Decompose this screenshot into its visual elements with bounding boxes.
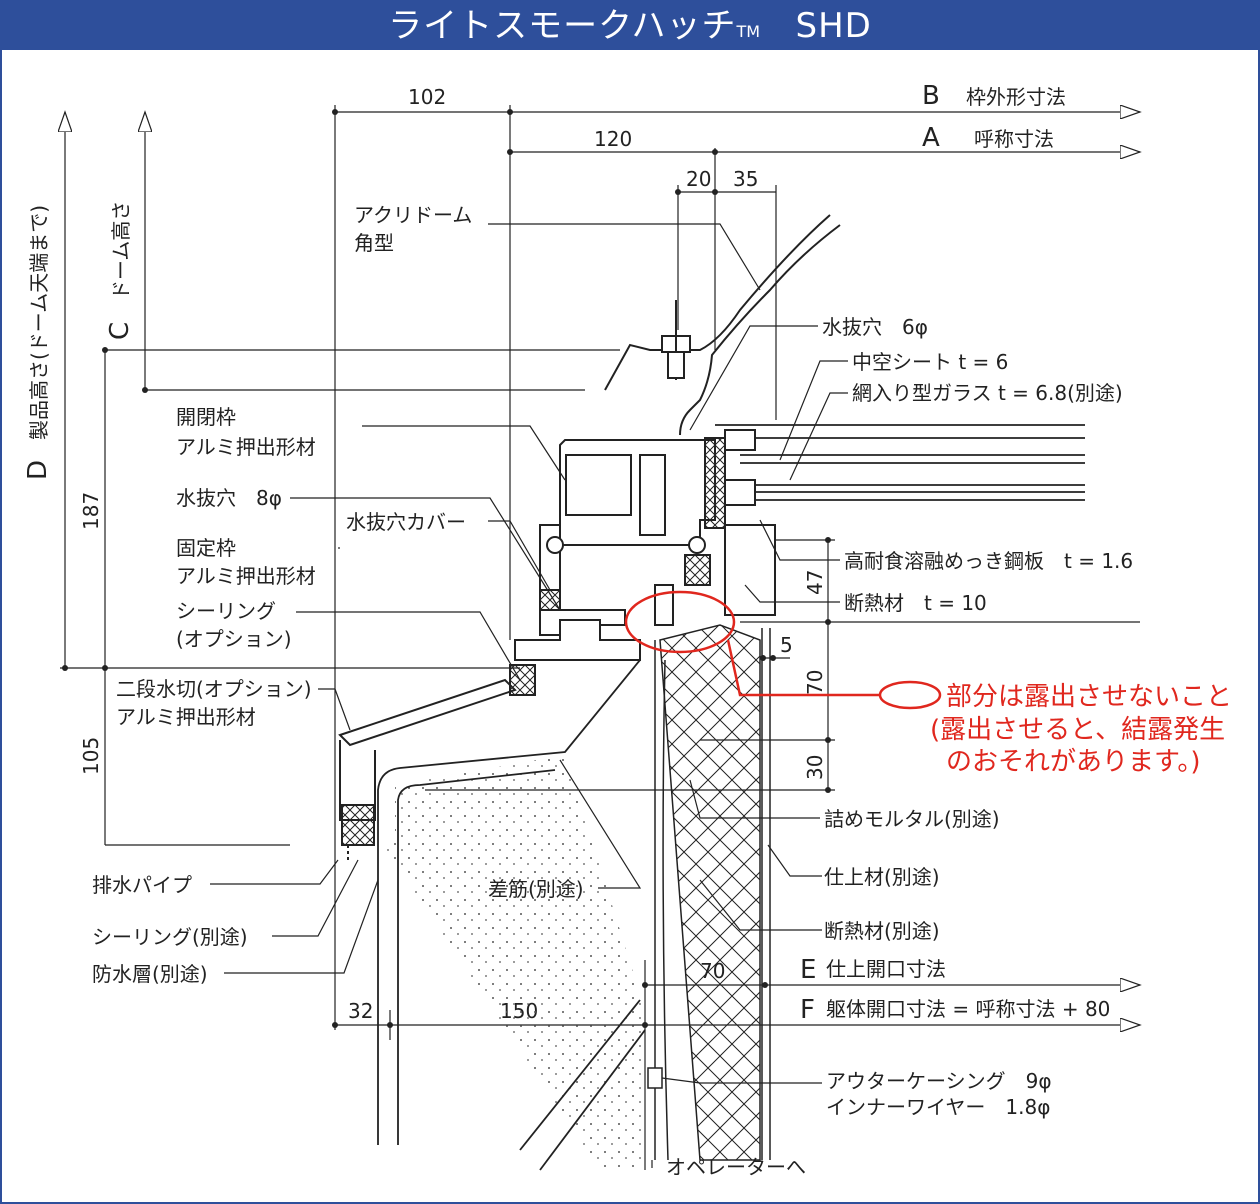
dim-letter-b: B bbox=[922, 81, 940, 111]
label-acrylic-dome: アクリドーム bbox=[354, 203, 472, 227]
glass-layers bbox=[715, 424, 1085, 501]
label-steel-plate: 高耐食溶融めっき鋼板 t = 1.6 bbox=[844, 549, 1133, 573]
dim-120: 120 bbox=[594, 127, 632, 151]
label-rebar: 差筋(別途) bbox=[488, 877, 584, 901]
wall-lines bbox=[647, 628, 771, 1161]
label-insulation: 断熱材(別途) bbox=[824, 919, 940, 943]
label-two-step-flashing: 二段水切(オプション) bbox=[116, 677, 312, 701]
dim-letter-a: A bbox=[922, 123, 940, 153]
dim-dot bbox=[332, 109, 338, 115]
left-dimensions bbox=[60, 112, 620, 846]
dim-label-b: 枠外形寸法 bbox=[966, 85, 1066, 109]
dim-letter-f: F bbox=[800, 995, 815, 1025]
label-two-step-material: アルミ押出形材 bbox=[116, 705, 256, 729]
dim-47: 47 bbox=[803, 570, 827, 595]
warning-line2: (露出させると、結露発生 bbox=[930, 715, 1225, 745]
warning-callout bbox=[624, 590, 942, 710]
label-sealing-separate: シーリング(別途) bbox=[92, 925, 248, 949]
leader-lines bbox=[210, 223, 848, 1168]
label-waterproof-layer: 防水層(別途) bbox=[92, 962, 208, 986]
label-mortar: 詰めモルタル(別途) bbox=[824, 807, 1000, 831]
dim-label-d: 製品高さ(ドーム天端まで) bbox=[27, 205, 51, 440]
dim-dot bbox=[712, 149, 718, 155]
concrete-upstand bbox=[380, 755, 645, 1170]
dim-letter-c: C bbox=[105, 322, 135, 340]
label-wired-glass: 網入り型ガラス t = 6.8(別途) bbox=[852, 381, 1123, 405]
label-inner-wire: インナーワイヤー 1.8φ bbox=[826, 1095, 1050, 1119]
dim-20: 20 bbox=[686, 167, 711, 191]
dim-30: 30 bbox=[803, 755, 827, 780]
label-fixed-frame: 固定枠 bbox=[176, 536, 236, 560]
label-finish: 仕上材(別途) bbox=[824, 865, 940, 889]
label-sealing-option: シーリング bbox=[176, 599, 276, 623]
label-dome-shape: 角型 bbox=[354, 231, 394, 255]
dim-dot bbox=[675, 189, 681, 195]
dim-102: 102 bbox=[408, 85, 446, 109]
dim-70-vertical: 70 bbox=[803, 670, 827, 695]
dim-label-c: ドーム高さ bbox=[109, 201, 133, 300]
dim-dot bbox=[507, 149, 513, 155]
label-drain-hole-8: 水抜穴 8φ bbox=[176, 486, 282, 510]
title-tm: TM bbox=[736, 22, 761, 41]
label-open-frame-material: アルミ押出形材 bbox=[176, 435, 316, 459]
dim-105: 105 bbox=[79, 737, 103, 775]
dim-dot bbox=[507, 109, 513, 115]
dim-35: 35 bbox=[733, 167, 758, 191]
warning-line1: 部分は露出させないこと bbox=[946, 682, 1232, 712]
title-main: ライトスモークハッチ bbox=[388, 6, 737, 46]
label-drain-hole-6: 水抜穴 6φ bbox=[822, 315, 928, 339]
warning-line3: のおそれがあります。) bbox=[946, 747, 1201, 777]
dim-32: 32 bbox=[348, 999, 373, 1023]
title-bar: ライトスモークハッチTM SHD bbox=[2, 2, 1258, 50]
dim-label-f: 躯体開口寸法 = 呼称寸法 + 80 bbox=[826, 997, 1110, 1021]
dim-letter-e: E bbox=[800, 955, 816, 985]
label-sealing-option-note: (オプション) bbox=[176, 627, 292, 651]
label-insulation-10: 断熱材 t = 10 bbox=[844, 591, 987, 615]
label-drain-cover: 水抜穴カバー bbox=[346, 510, 466, 534]
concrete-outline bbox=[377, 659, 646, 1171]
dim-label-e: 仕上開口寸法 bbox=[826, 957, 946, 981]
label-hollow-sheet: 中空シート t = 6 bbox=[852, 350, 1008, 374]
dim-label-a: 呼称寸法 bbox=[974, 127, 1054, 151]
title-model: SHD bbox=[795, 6, 872, 46]
label-outer-casing: アウターケーシング 9φ bbox=[826, 1069, 1052, 1093]
dim-dot bbox=[712, 189, 718, 195]
dim-letter-d: D bbox=[23, 460, 53, 480]
dim-187: 187 bbox=[79, 492, 103, 530]
right-dimensions bbox=[425, 539, 1140, 791]
acrylic-dome bbox=[604, 214, 841, 436]
label-drain-pipe: 排水パイプ bbox=[92, 873, 192, 897]
top-dimensions bbox=[334, 105, 1140, 1030]
dim-5: 5 bbox=[780, 633, 793, 657]
frame-profiles bbox=[514, 429, 776, 661]
label-open-frame: 開閉枠 bbox=[176, 405, 236, 429]
label-to-operator: オペレーターへ bbox=[666, 1155, 806, 1179]
label-fixed-frame-material: アルミ押出形材 bbox=[176, 564, 316, 588]
